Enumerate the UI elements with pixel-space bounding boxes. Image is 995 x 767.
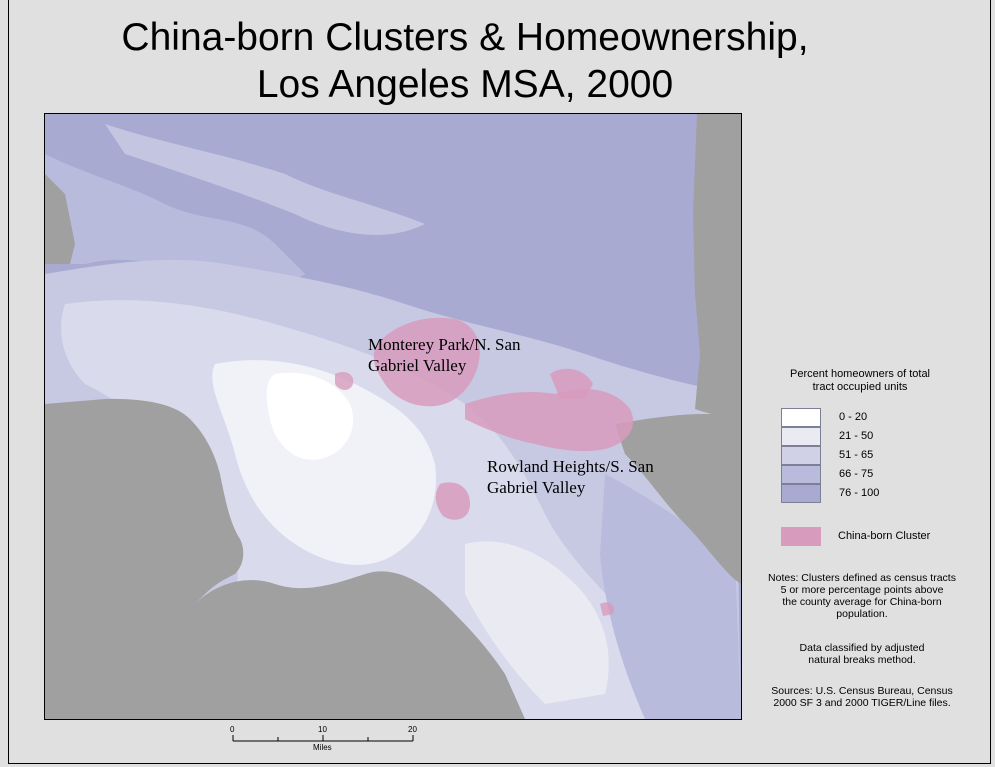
scale-bar-svg [232,735,414,742]
title-line-1: China-born Clusters & Homeownership, [121,16,809,59]
legend-swatch-66-75 [781,465,821,484]
legend-title: Percent homeowners of total tract occupi… [760,368,960,394]
legend-swatch-0-20 [781,408,821,427]
cluster-small-south [600,602,615,616]
legend-label-cluster: China-born Cluster [838,530,931,542]
scale-bar: 0 10 20 Miles [225,725,425,757]
cluster-small-west [335,372,354,390]
cluster-rowland-heights [465,389,634,452]
notes-sources-line-2: 2000 SF 3 and 2000 TIGER/Line files. [773,697,951,709]
notes-clusters-line-4: population. [836,608,888,620]
label-rowland-heights: Rowland Heights/S. San Gabriel Valley [487,457,654,497]
title-line-2: Los Angeles MSA, 2000 [256,63,674,106]
water-northeast [693,114,741,417]
scale-label-20: 20 [408,725,417,734]
santa-monica-bay [45,398,244,604]
legend-label-0: 0 - 20 [839,411,868,423]
legend-label-4: 76 - 100 [839,487,880,499]
legend-label-2: 51 - 65 [839,449,874,461]
notes-sources: Sources: U.S. Census Bureau, Census 2000… [745,685,979,709]
land-core-light [212,360,436,565]
legend-label-3: 66 - 75 [839,468,874,480]
ocean-south [45,571,525,719]
cluster-monterey-park [373,317,480,407]
map-svg [45,114,741,719]
map-panel: Monterey Park/N. San Gabriel Valley Rowl… [44,113,742,720]
map-title: China-born Clusters & Homeownership, Los… [45,14,885,108]
cluster-small-east [550,368,593,399]
legend-swatch-cluster [781,527,821,546]
legend-swatch-21-50 [781,427,821,446]
notes-clusters-line-1: Notes: Clusters defined as census tracts [768,572,956,584]
notes-method: Data classified by adjusted natural brea… [745,642,979,666]
land-patch-north [45,154,305,286]
notes-clusters-line-2: 5 or more percentage points above [780,584,944,596]
legend-title-line-2: tract occupied units [812,381,908,393]
notes-method-line-2: natural breaks method. [808,654,916,666]
notes-clusters: Notes: Clusters defined as census tracts… [745,572,979,620]
scale-label-0: 0 [230,725,235,734]
water-east [615,414,741,584]
legend-title-line-1: Percent homeowners of total [789,368,931,380]
land-southeast [600,474,741,719]
scale-label-10: 10 [318,725,327,734]
water-west-upper [45,174,75,264]
notes-sources-line-1: Sources: U.S. Census Bureau, Census [771,685,953,697]
land-core-white [266,372,354,460]
scale-unit-label: Miles [313,743,332,752]
notes-clusters-line-3: the county average for China-born [782,596,942,608]
label-monterey-park: Monterey Park/N. San Gabriel Valley [368,335,521,375]
cluster-south [435,482,470,520]
land-south-light [465,541,609,704]
notes-method-line-1: Data classified by adjusted [799,642,925,654]
legend-label-1: 21 - 50 [839,430,874,442]
legend-swatch-51-65 [781,446,821,465]
legend-swatch-76-100 [781,484,821,503]
land-patch-north-2 [105,124,425,235]
